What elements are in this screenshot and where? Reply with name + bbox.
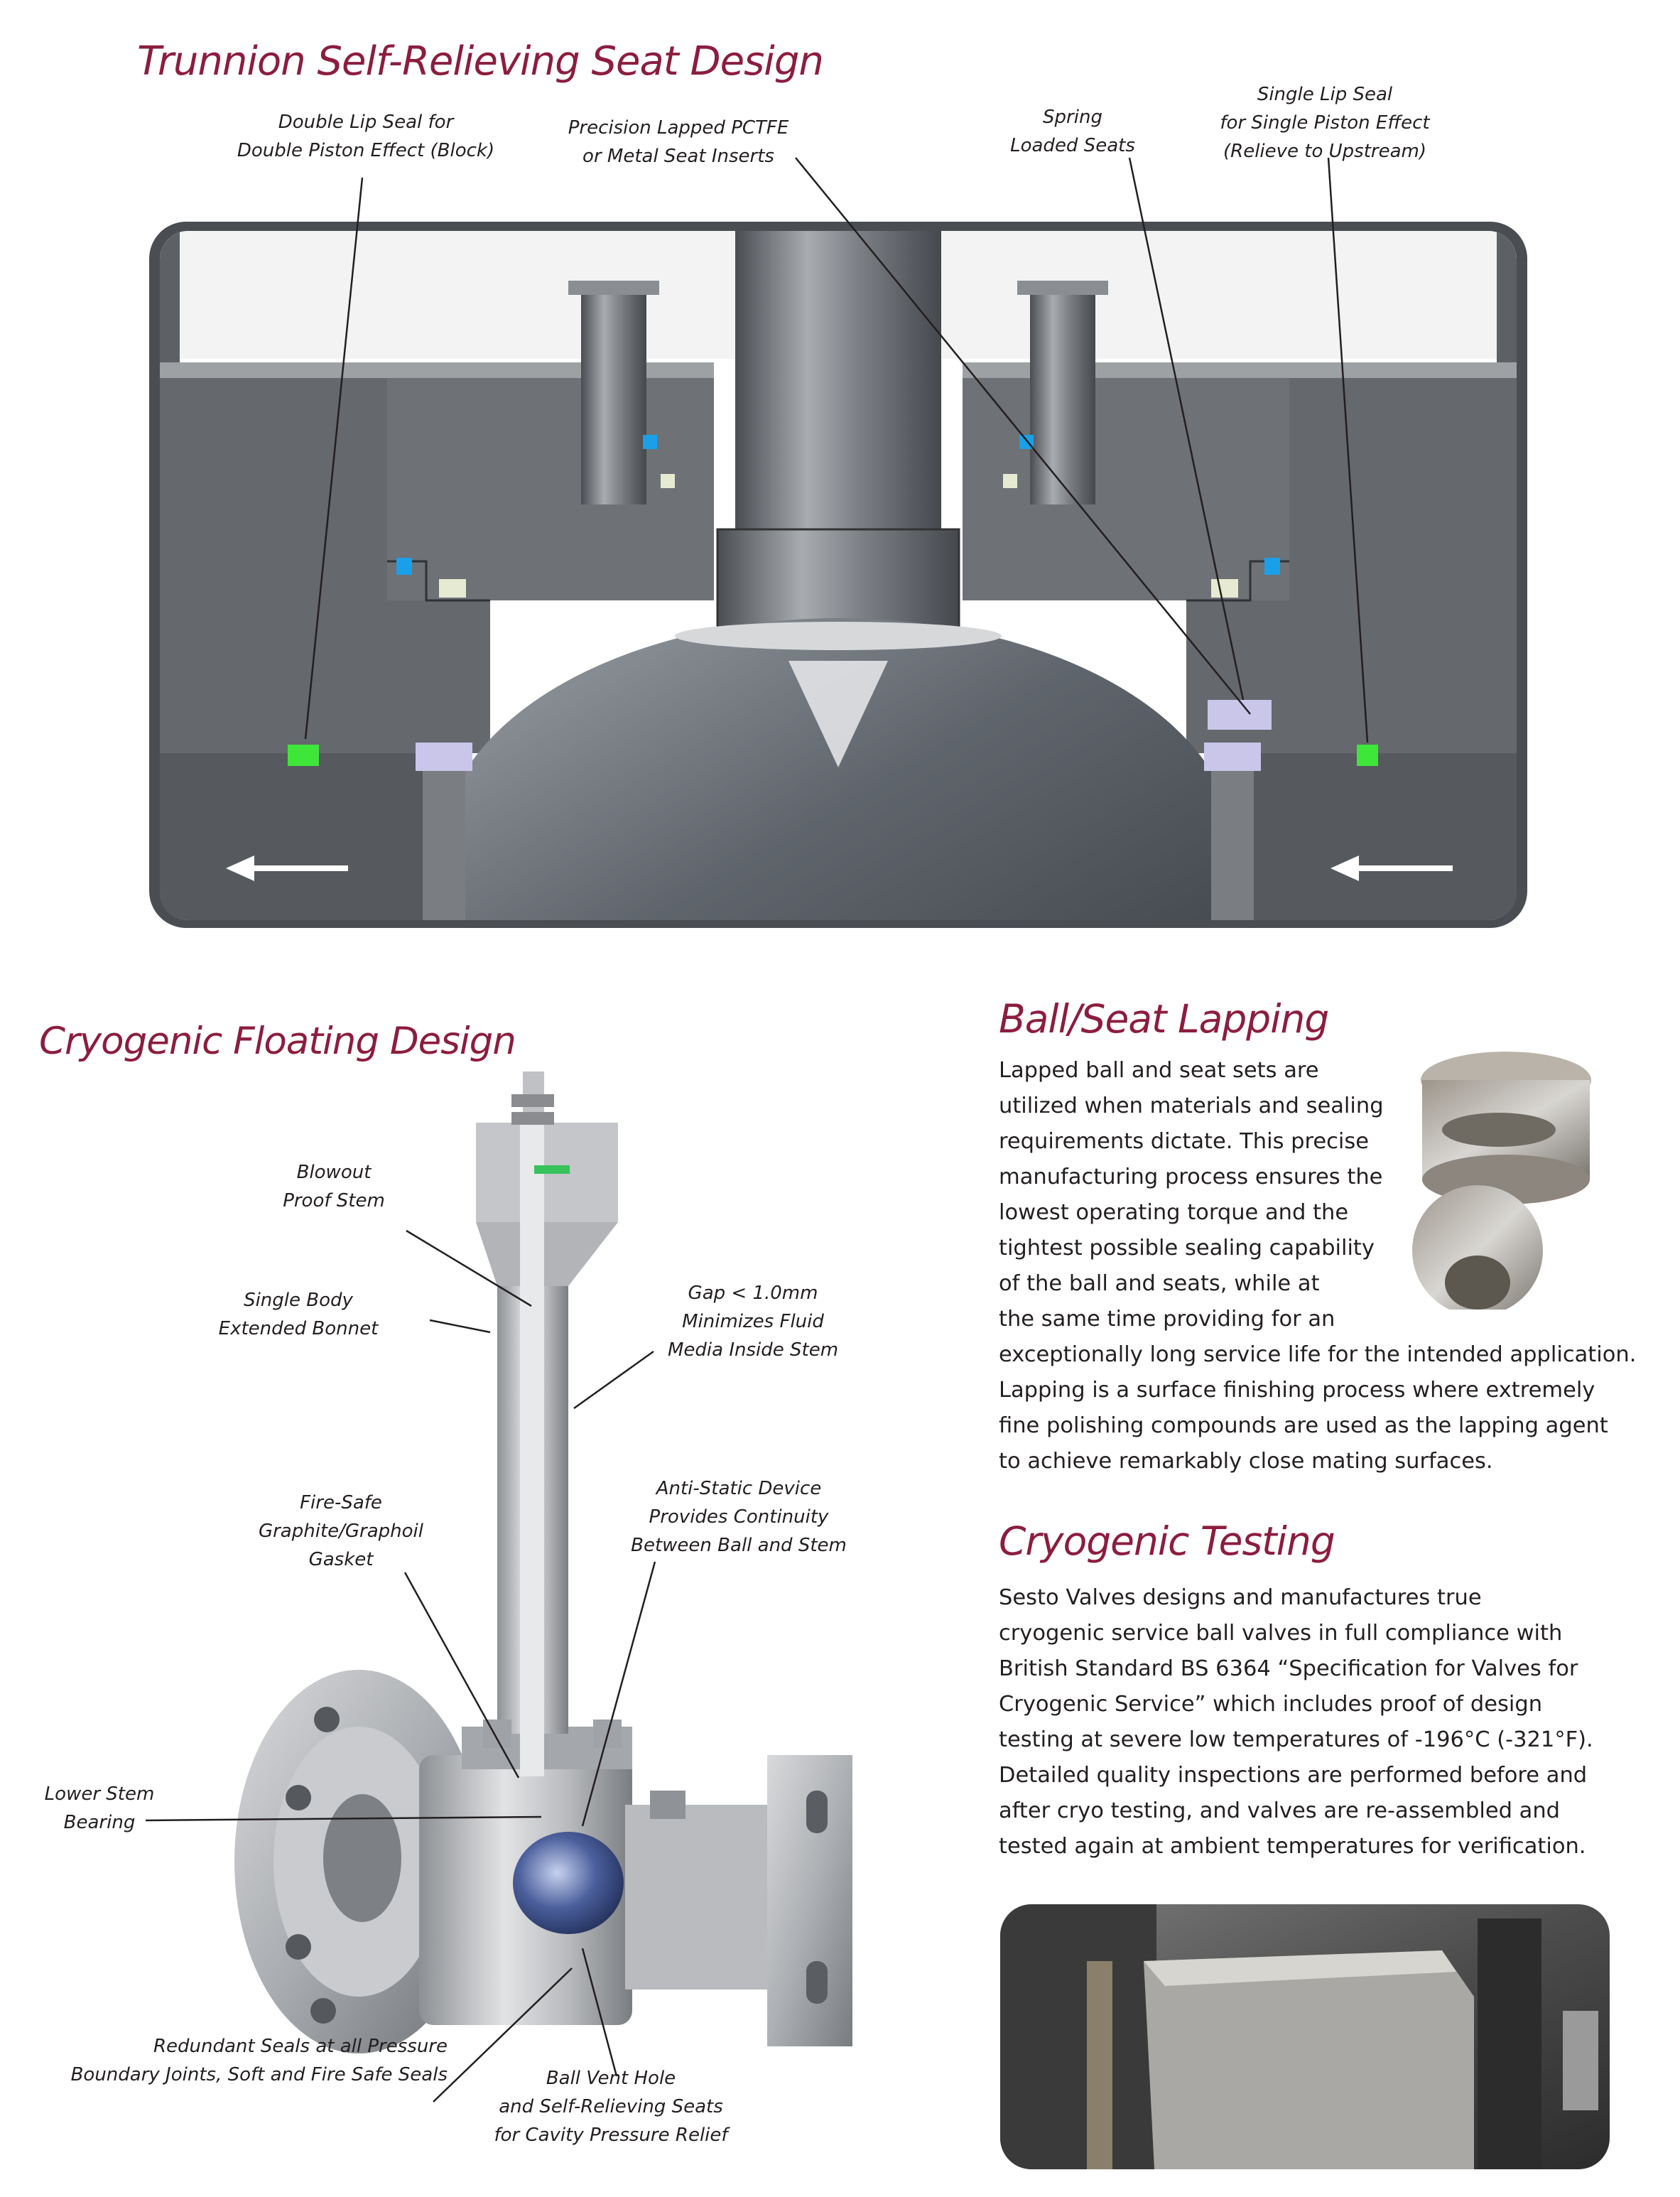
testing-line: tested again at ambient temperatures for… [999,1834,1586,1859]
callout-spring-loaded-seats: Spring Loaded Seats [1010,107,1135,156]
callout-double-lip-seal: Double Lip Seal for Double Piston Effect… [237,112,495,161]
testing-line: Detailed quality inspections are perform… [999,1763,1588,1788]
cryogenic-floating-title: Cryogenic Floating Design [39,1020,516,1063]
testing-line: after cryo testing, and valves are re-as… [999,1798,1561,1823]
lapping-line: to achieve remarkably close mating surfa… [999,1449,1493,1474]
lapping-line: the same time providing for an [999,1307,1335,1332]
lapping-line: utilized when materials and sealing [999,1094,1384,1118]
trunnion-title: Trunnion Self-Relieving Seat Design [137,38,824,85]
lapping-paragraph: Lapped ball and seat sets are utilized w… [999,1053,1636,1479]
testing-paragraph: Sesto Valves designs and manufactures tr… [999,1580,1593,1864]
testing-line: Sesto Valves designs and manufactures tr… [999,1585,1482,1610]
lapping-line: Lapped ball and seat sets are [999,1058,1319,1083]
callout-lower-stem-bearing: Lower Stem Bearing [44,1783,155,1833]
lapping-line: fine polishing compounds are used as the… [999,1413,1608,1438]
lapping-line: Lapping is a surface finishing process w… [999,1378,1595,1403]
lapping-line: manufacturing process ensures the [999,1165,1383,1189]
lapping-line: requirements dictate. This precise [999,1129,1370,1154]
cryogenic-testing-photo [1000,1904,1610,2169]
cryogenic-valve-illustration [145,1071,852,2102]
lapping-line: exceptionally long service life for the … [999,1342,1637,1367]
flow-arrow-left-icon [226,855,348,881]
callout-antistatic-device: Anti-Static Device Provides Continuity B… [631,1478,847,1556]
flow-arrow-right-section-icon [1331,855,1453,881]
callout-redundant-seals: Redundant Seals at all Pressure Boundary… [70,2036,448,2085]
lapping-line: lowest operating torque and the [999,1200,1349,1225]
testing-line: testing at severe low temperatures of -1… [999,1727,1593,1752]
callout-ball-vent-hole: Ball Vent Hole and Self-Relieving Seats … [494,2068,728,2146]
callout-gap: Gap < 1.0mm Minimizes Fluid Media Inside… [667,1283,839,1361]
trunnion-cutaway-illustration [149,157,1527,928]
callout-extended-bonnet: Single Body Extended Bonnet [218,1290,379,1339]
lapped-ball-seat-photo [1411,1047,1605,1310]
lapping-title: Ball/Seat Lapping [999,996,1329,1042]
callout-firesafe-gasket: Fire-Safe Graphite/Graphoil Gasket [258,1492,424,1570]
testing-line: cryogenic service ball valves in full co… [999,1621,1563,1646]
callout-lapped-seat-inserts: Precision Lapped PCTFE or Metal Seat Ins… [568,117,789,167]
lapping-line: of the ball and seats, while at [999,1271,1320,1296]
callout-blowout-stem: Blowout Proof Stem [283,1162,385,1211]
testing-line: Cryogenic Service” which includes proof … [999,1692,1543,1717]
testing-title: Cryogenic Testing [999,1518,1335,1564]
testing-line: British Standard BS 6364 “Specification … [999,1656,1578,1681]
callout-single-lip-seal: Single Lip Seal for Single Piston Effect… [1220,84,1430,162]
lapping-line: tightest possible sealing capability [999,1236,1375,1261]
